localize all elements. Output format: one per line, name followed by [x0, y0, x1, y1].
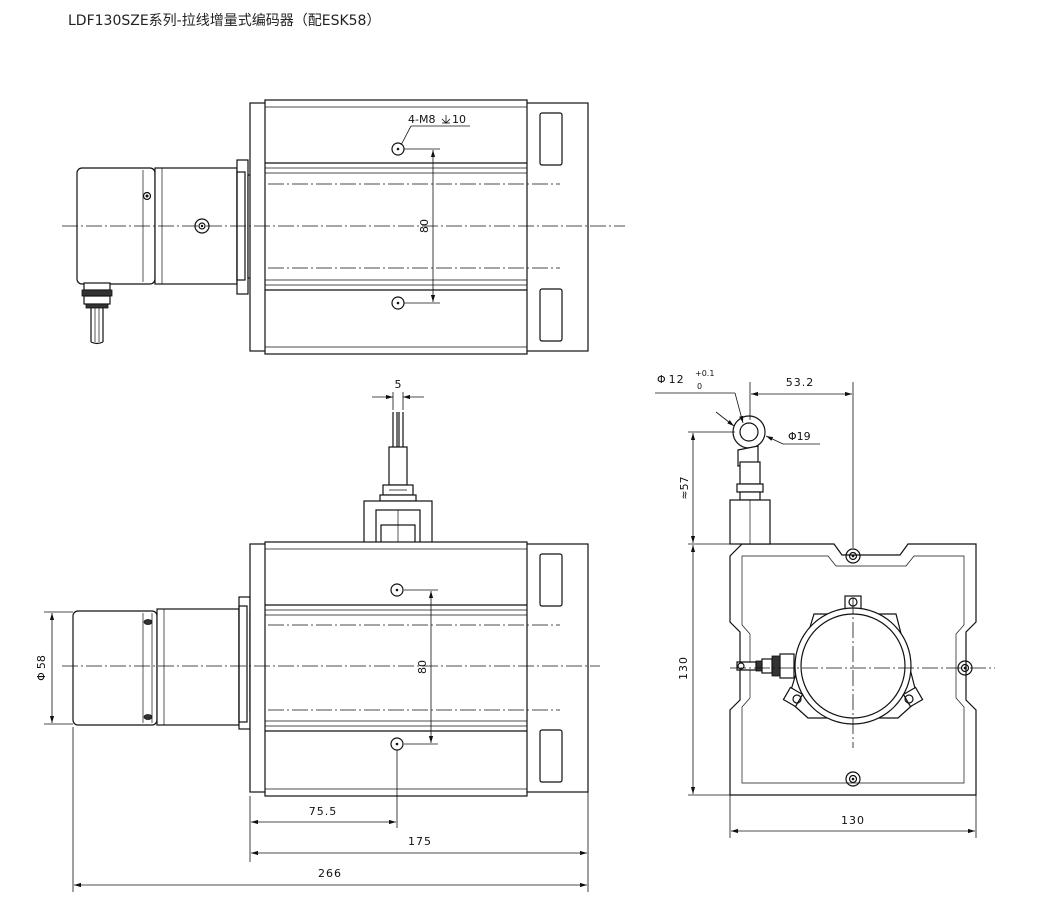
- top-right-endplate: [525, 102, 589, 352]
- top-dim-80: 80: [404, 148, 440, 304]
- front-encoder-screw-top: [143, 619, 153, 625]
- top-hole-callout: 4-M8 10: [400, 113, 470, 146]
- front-hole-upper: [390, 583, 404, 597]
- front-dim-175: 175: [251, 792, 589, 892]
- svg-text:Φ12: Φ12: [657, 373, 685, 386]
- front-dim-phi58: Φ 58: [35, 611, 73, 725]
- front-dim-266-label: 266: [318, 867, 342, 880]
- front-housing: [264, 541, 528, 797]
- top-view: 4-M8 10 80: [62, 99, 625, 355]
- front-encoder-body: [72, 610, 158, 726]
- front-dim-75-5-label: 75.5: [309, 805, 338, 818]
- side-hole-bottom: [845, 771, 861, 787]
- side-dim-phi12-tol-upper: +0.1: [695, 369, 714, 378]
- side-dim-phi19: Φ19: [765, 430, 820, 445]
- top-flange: [236, 159, 249, 295]
- svg-text:≈57: ≈57: [678, 476, 691, 499]
- side-dim-57: ≈57: [678, 431, 735, 543]
- front-right-endplate: [525, 543, 589, 793]
- top-housing: [264, 99, 528, 355]
- side-dim-130-vertical: 130: [677, 543, 730, 796]
- side-dim-53-2-label: 53.2: [786, 376, 815, 389]
- front-dim-266: 266: [72, 727, 587, 892]
- side-dim-phi19-label: Φ19: [788, 430, 811, 443]
- side-dim-130-horizontal-label: 130: [841, 814, 865, 827]
- depth-symbol: [441, 115, 451, 124]
- side-dim-phi12-symbol: Φ: [657, 373, 667, 386]
- side-hole-top: [845, 548, 861, 564]
- svg-text:Φ58: Φ 58: [35, 655, 48, 681]
- side-dim-130-vertical-label: 130: [677, 656, 690, 680]
- front-dim-80: 80: [404, 589, 438, 745]
- front-wire: [379, 412, 417, 502]
- front-encoder-screw-bottom: [143, 714, 153, 720]
- front-dim-phi58-value: 58: [35, 655, 48, 669]
- page-title: LDF130SZE系列-拉线增量式编码器（配ESK58）: [68, 13, 381, 29]
- top-hole-note: 4-M8: [408, 113, 435, 126]
- side-eye-ring: [729, 415, 771, 545]
- side-dim-phi12-tol-lower: 0: [697, 382, 702, 391]
- top-encoder-screw: [142, 191, 152, 201]
- side-dim-phi12-value: 12: [669, 373, 685, 386]
- front-dim-5: 5: [372, 378, 424, 410]
- side-dim-57-value: 57: [678, 476, 691, 490]
- front-view: 5: [35, 378, 600, 892]
- front-dim-75-5: 75.5: [249, 750, 398, 862]
- side-dim-53-2: 53.2: [749, 376, 854, 548]
- front-dim-80-label: 80: [416, 660, 429, 674]
- side-cable-gland: [736, 653, 795, 679]
- side-dim-57-symbol: ≈: [678, 490, 691, 499]
- front-dim-phi58-symbol: Φ: [35, 672, 48, 681]
- front-dim-175-label: 175: [408, 835, 432, 848]
- front-flange: [238, 596, 251, 730]
- front-dim-5-label: 5: [395, 378, 402, 391]
- top-dim-80-label: 80: [418, 219, 431, 233]
- front-coupling: [156, 608, 240, 726]
- top-cable-gland: [81, 282, 113, 345]
- top-hole-depth: 10: [452, 113, 466, 126]
- side-dim-130-horizontal: 130: [729, 795, 977, 838]
